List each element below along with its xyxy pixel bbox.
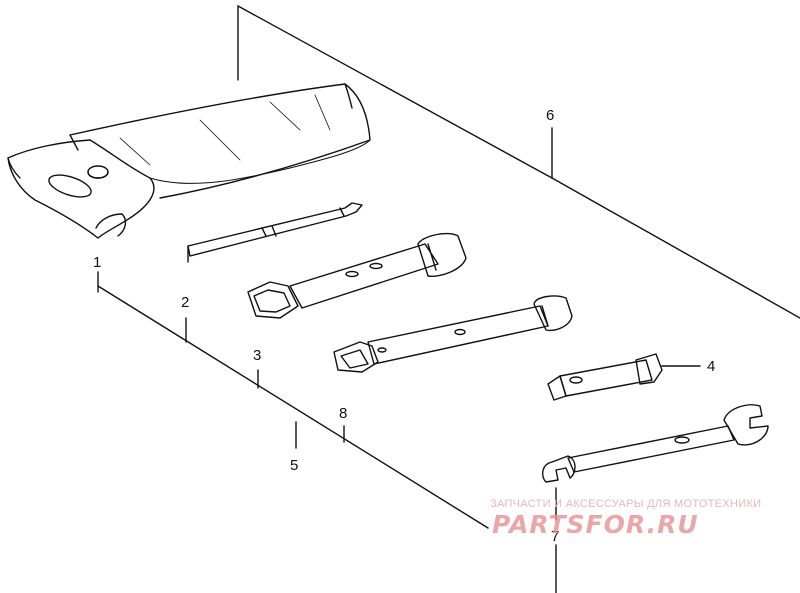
callout-labels: 1 2 3 4 5 6 7 8	[93, 107, 715, 545]
box-wrench-icon	[333, 295, 573, 373]
callout-5: 5	[290, 457, 298, 474]
callout-8: 8	[339, 405, 347, 422]
screwdriver-icon	[187, 202, 363, 263]
watermark-subtitle: ЗАПЧАСТИ И АКСЕССУАРЫ ДЛЯ МОТОТЕХНИКИ	[490, 498, 762, 510]
callout-2: 2	[181, 294, 189, 311]
callout-3: 3	[253, 347, 261, 364]
short-box-wrench-icon	[547, 353, 701, 401]
kit-frame-lines	[97, 5, 800, 593]
tool-bag-icon	[7, 83, 371, 239]
box-wrench-icon	[247, 232, 467, 319]
callout-7: 7	[551, 528, 559, 545]
open-end-wrench-icon	[541, 404, 769, 483]
callout-6: 6	[546, 107, 554, 124]
callout-4: 4	[707, 358, 715, 375]
callout-1: 1	[93, 254, 101, 271]
watermark-logo: PARTSFOR.RU	[492, 510, 699, 539]
